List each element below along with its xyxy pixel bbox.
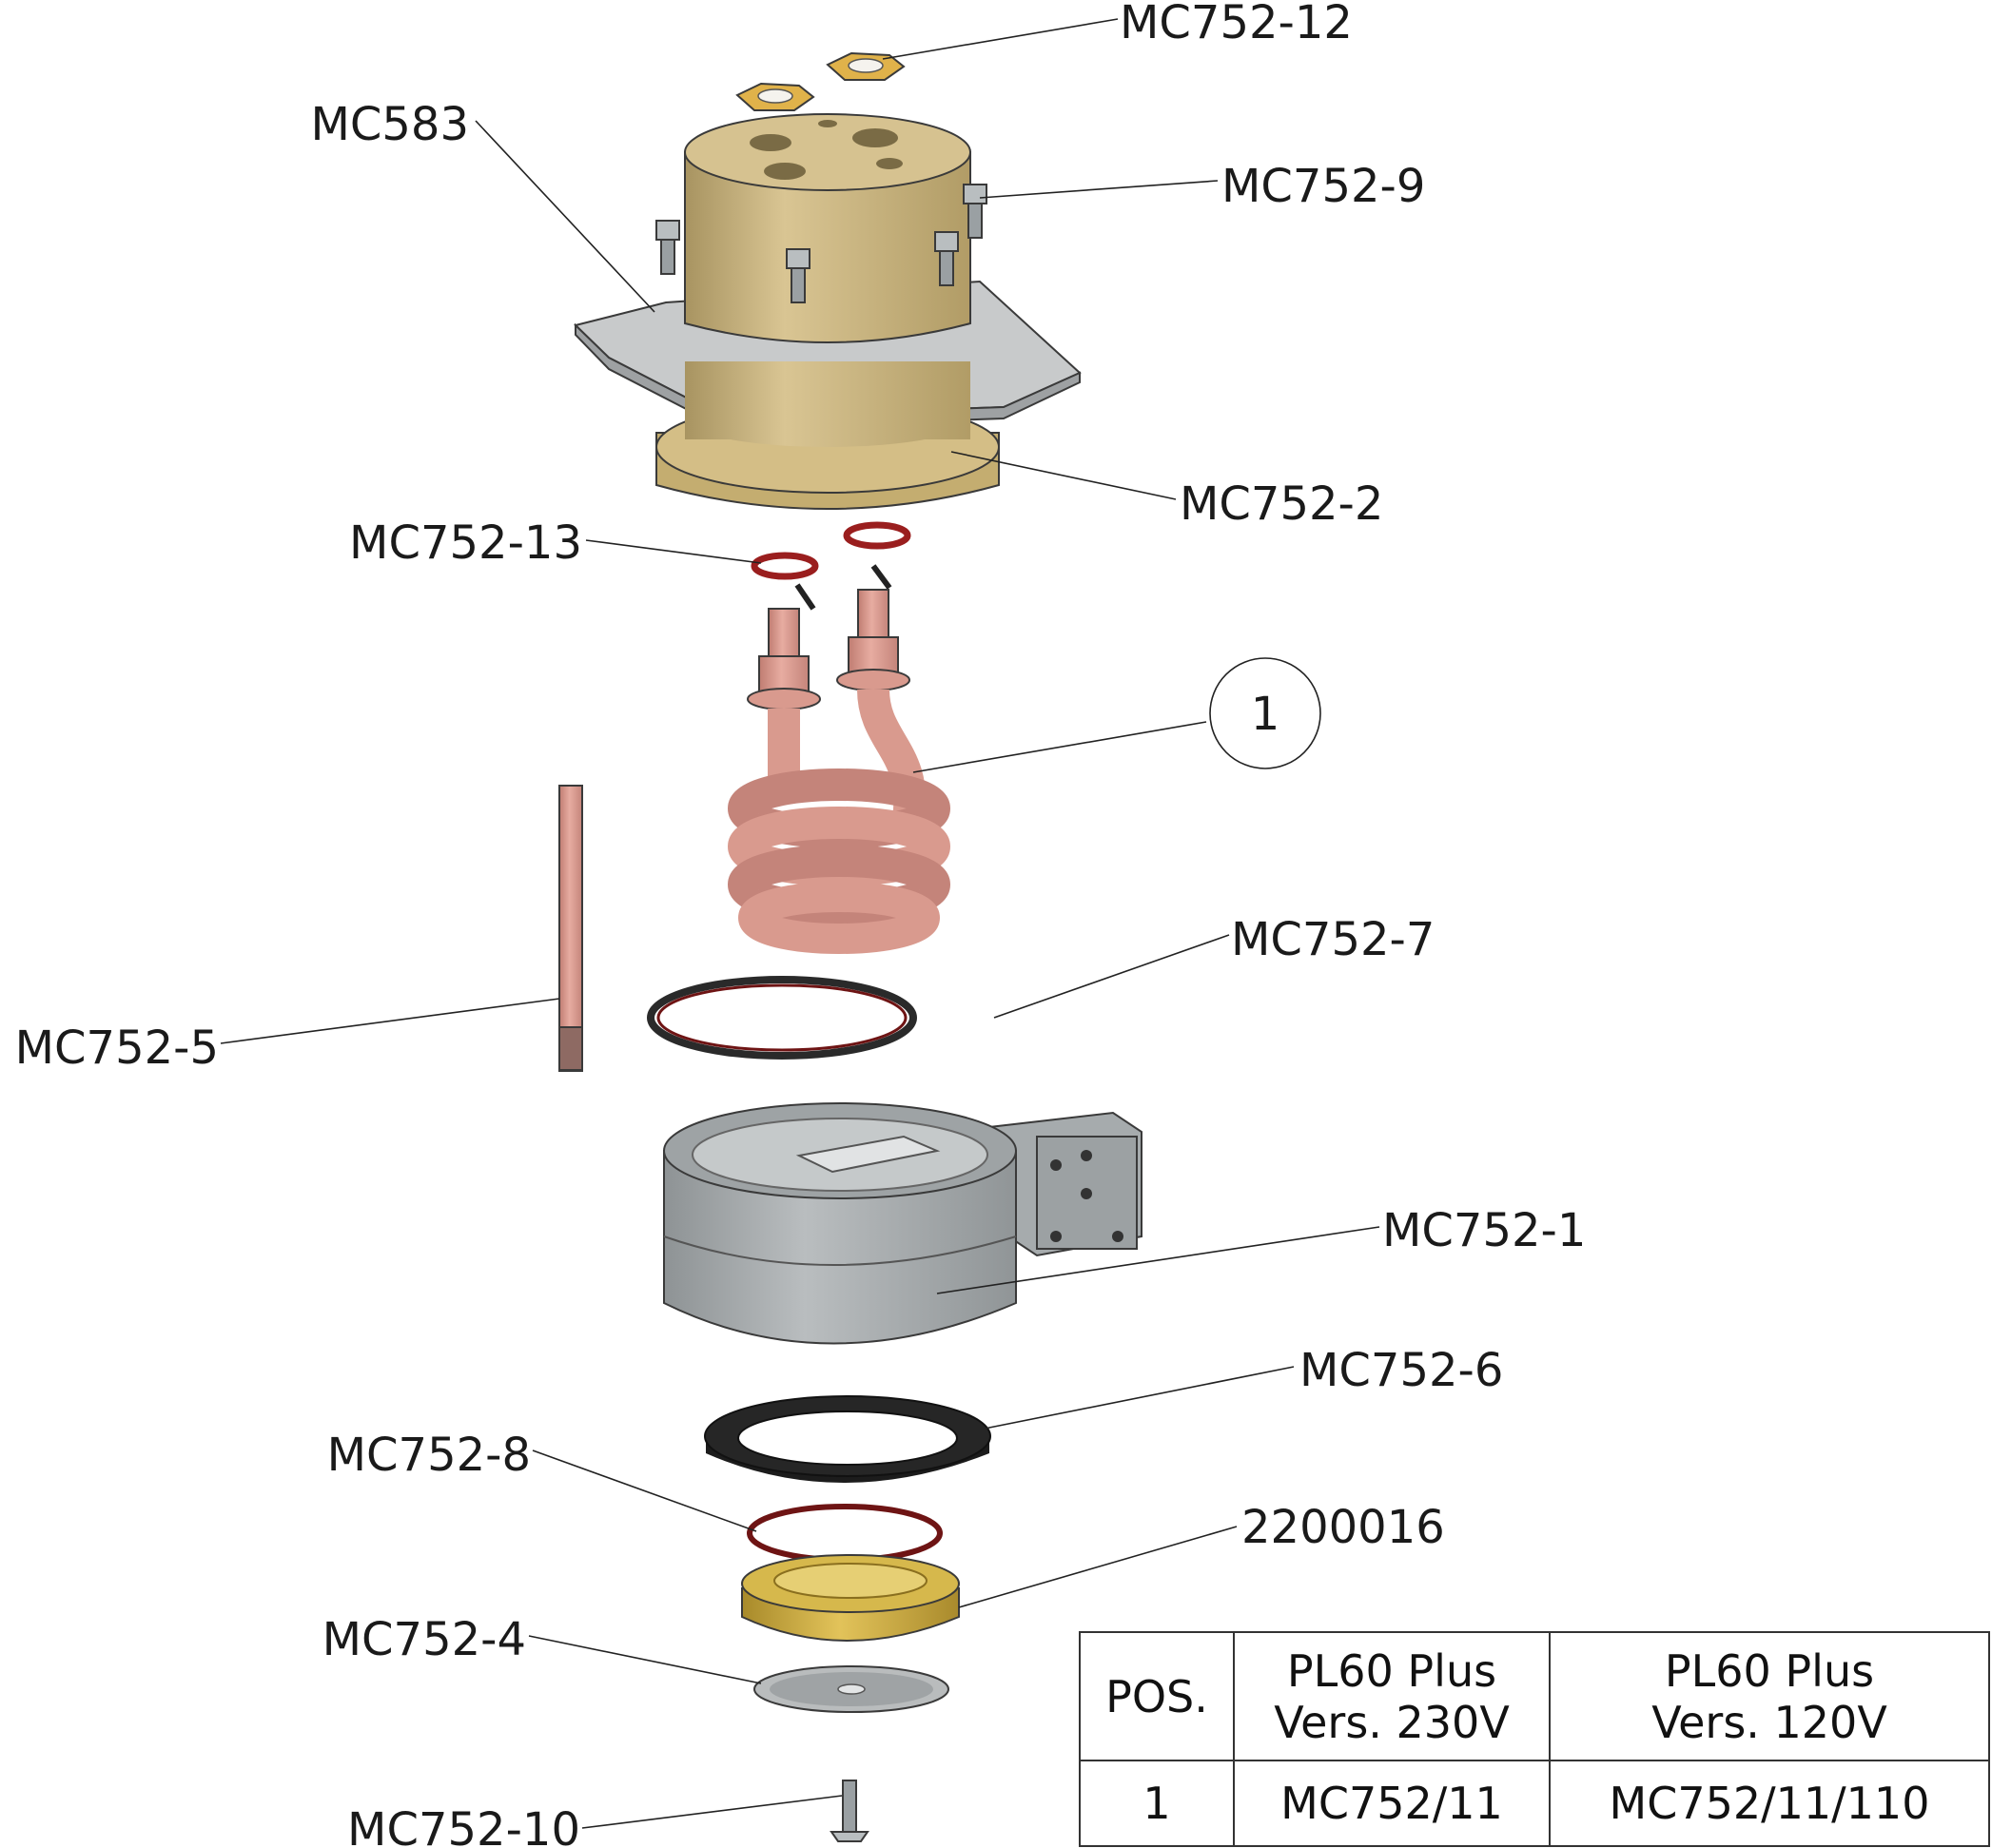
gasket-ring-mc752-7 bbox=[647, 976, 917, 1060]
cell-230v: MC752/11 bbox=[1233, 1760, 1551, 1847]
shower-screen-mc752-4 bbox=[753, 1665, 949, 1713]
header-230v: PL60 Plus Vers. 230V bbox=[1233, 1631, 1551, 1761]
header-120v: PL60 Plus Vers. 120V bbox=[1549, 1631, 1990, 1761]
header-120v-line1: PL60 Plus bbox=[1664, 1644, 1875, 1697]
label-balloon-1: 1 bbox=[1251, 688, 1280, 741]
table-header-row: POS. PL60 Plus Vers. 230V PL60 Plus Vers… bbox=[1079, 1631, 1990, 1761]
label-mc752-5: MC752-5 bbox=[15, 1021, 219, 1075]
label-2200016: 2200016 bbox=[1241, 1501, 1445, 1554]
header-pos: POS. bbox=[1079, 1631, 1235, 1761]
table-row: 1 MC752/11 MC752/11/110 bbox=[1079, 1760, 1990, 1847]
label-mc752-2: MC752-2 bbox=[1180, 477, 1383, 531]
label-mc752-6: MC752-6 bbox=[1299, 1344, 1503, 1397]
label-mc752-4: MC752-4 bbox=[322, 1613, 526, 1666]
nut-part-mc752-12 bbox=[735, 51, 906, 111]
o-ring-mc752-8 bbox=[747, 1504, 943, 1563]
heating-element-part-1 bbox=[728, 564, 950, 954]
label-mc752-9: MC752-9 bbox=[1221, 160, 1425, 213]
label-mc752-7: MC752-7 bbox=[1231, 913, 1435, 966]
o-rings-mc752-13 bbox=[751, 521, 911, 580]
cell-120v: MC752/11/110 bbox=[1549, 1760, 1990, 1847]
part-labels: MC752-12 MC583 MC752-9 MC752-2 MC752-13 … bbox=[15, 0, 1587, 1848]
label-mc583: MC583 bbox=[310, 98, 469, 151]
tube-mc752-5 bbox=[558, 785, 583, 1072]
label-mc752-12: MC752-12 bbox=[1120, 0, 1353, 49]
header-120v-line2: Vers. 120V bbox=[1651, 1696, 1887, 1748]
position-table: POS. PL60 Plus Vers. 230V PL60 Plus Vers… bbox=[1079, 1631, 1990, 1847]
label-mc752-13: MC752-13 bbox=[349, 516, 582, 570]
shower-holder-2200016 bbox=[741, 1554, 960, 1642]
cell-pos: 1 bbox=[1079, 1760, 1235, 1847]
header-230v-line2: Vers. 230V bbox=[1274, 1696, 1510, 1748]
header-230v-line1: PL60 Plus bbox=[1286, 1644, 1497, 1697]
label-mc752-8: MC752-8 bbox=[327, 1429, 531, 1482]
balloon-part-1 bbox=[1209, 657, 1321, 769]
screw-mc752-10 bbox=[830, 1780, 869, 1842]
label-mc752-10: MC752-10 bbox=[347, 1803, 580, 1848]
group-housing-mc752-1 bbox=[663, 1102, 1142, 1345]
group-body-mc752-2 bbox=[655, 113, 1000, 510]
label-mc752-1: MC752-1 bbox=[1382, 1204, 1586, 1257]
leader-lines bbox=[220, 18, 1380, 1829]
gasket-mc752-6 bbox=[704, 1395, 991, 1483]
screws-mc752-9 bbox=[655, 184, 987, 303]
